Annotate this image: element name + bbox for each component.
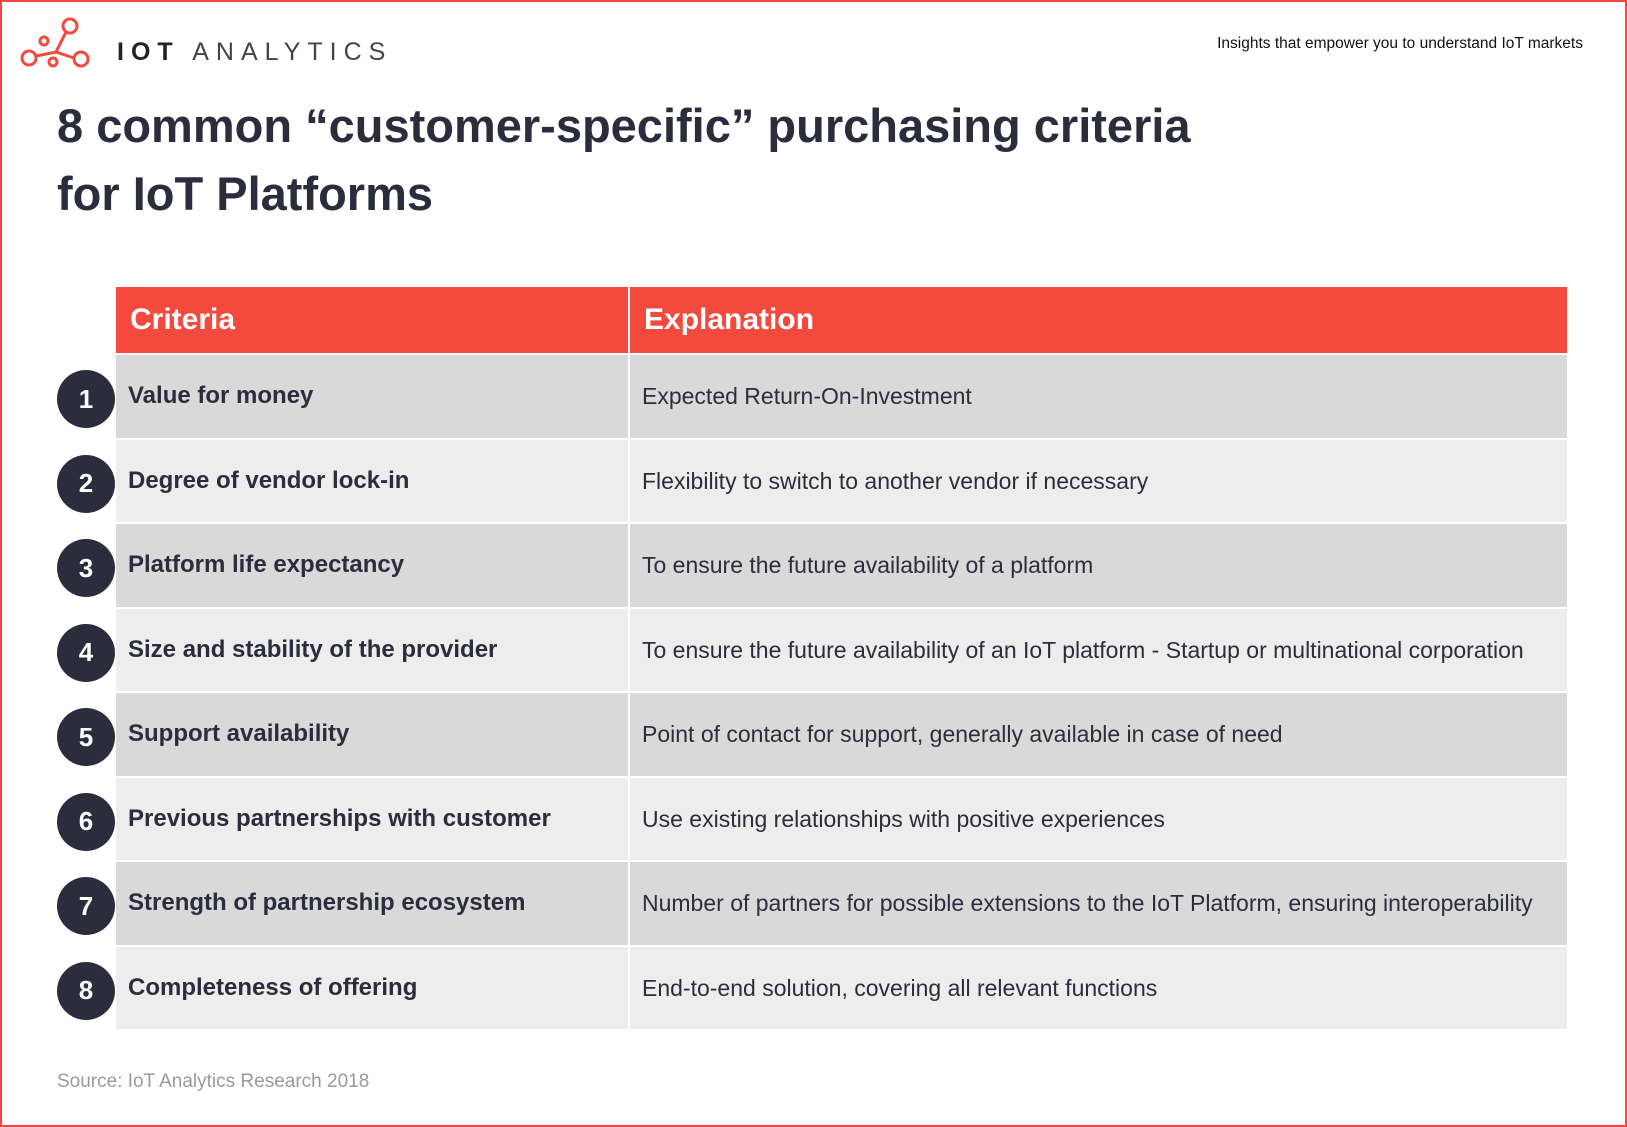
row-number-badge: 8 <box>57 961 115 1020</box>
table-row: Value for money Expected Return-On-Invest… <box>116 355 1567 438</box>
criteria-cell: Platform life expectancy <box>116 524 630 607</box>
criteria-cell: Value for money <box>116 355 630 438</box>
column-header-explanation: Explanation <box>644 303 815 336</box>
tagline: Insights that empower you to understand … <box>1217 35 1583 52</box>
criteria-cell: Support availability <box>116 693 630 776</box>
explanation-cell: Point of contact for support, generally … <box>642 721 1283 748</box>
table-row: Degree of vendor lock-in Flexibility to s… <box>116 439 1567 522</box>
explanation-cell: Use existing relationships with positive… <box>642 805 1165 832</box>
iot-analytics-logo-icon <box>20 17 90 68</box>
explanation-cell: To ensure the future availability of an … <box>642 636 1524 663</box>
row-number-badge: 2 <box>57 454 115 513</box>
row-number-badge: 4 <box>57 623 115 682</box>
table-header: Criteria Explanation <box>116 287 1567 353</box>
row-number-badge: 7 <box>57 877 115 935</box>
table-row: Platform life expectancy To ensure the fu… <box>116 524 1567 607</box>
explanation-cell: Expected Return-On-Investment <box>642 383 972 410</box>
criteria-cell: Degree of vendor lock-in <box>116 439 630 522</box>
explanation-cell: To ensure the future availability of a p… <box>642 552 1094 579</box>
criteria-cell: Completeness of offering <box>116 946 630 1029</box>
criteria-cell: Size and stability of the provider <box>116 608 630 691</box>
table-row: Strength of partnership ecosystem Number … <box>116 862 1567 945</box>
table-row: Completeness of offering End-to-end solut… <box>116 946 1567 1029</box>
criteria-cell: Previous partnerships with customer <box>116 777 630 860</box>
source-note: Source: IoT Analytics Research 2018 <box>57 1071 370 1092</box>
column-header-criteria: Criteria <box>116 287 630 353</box>
criteria-cell: Strength of partnership ecosystem <box>116 862 630 945</box>
explanation-cell: End-to-end solution, covering all releva… <box>642 974 1158 1001</box>
brand-name: IOT ANALYTICS <box>117 38 392 67</box>
row-number-badge: 6 <box>57 792 115 851</box>
brand-light: ANALYTICS <box>192 38 393 66</box>
row-number-badge: 3 <box>57 539 115 597</box>
title-line-1: 8 common “customer-specific” purchasing … <box>57 99 1191 152</box>
table-row: Previous partnerships with customer Use e… <box>116 777 1567 860</box>
explanation-cell: Number of partners for possible extensio… <box>642 890 1533 917</box>
table-row: Size and stability of the provider To ens… <box>116 608 1567 691</box>
page-title: 8 common “customer-specific” purchasing … <box>57 92 1191 228</box>
criteria-table: Criteria Explanation Value for money Expe… <box>116 287 1567 1029</box>
brand-bold: IOT <box>117 38 180 66</box>
row-number-badge: 1 <box>57 370 115 428</box>
title-line-2: for IoT Platforms <box>57 167 434 220</box>
table-row: Support availability Point of contact for… <box>116 693 1567 776</box>
explanation-cell: Flexibility to switch to another vendor … <box>642 467 1149 494</box>
row-number-badge: 5 <box>57 708 115 766</box>
